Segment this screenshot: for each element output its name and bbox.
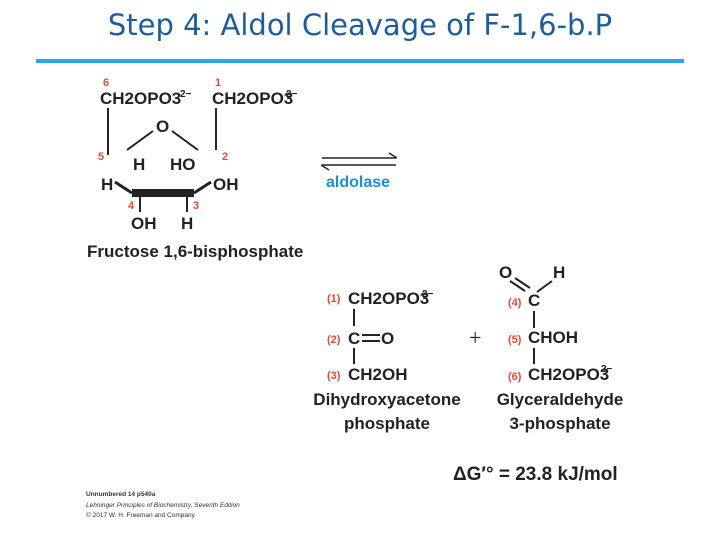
- dhap-number-3: (3): [327, 370, 341, 382]
- fructose-structure: 6 1 CH2OPO3 2− CH2OPO3 2− O 5 2 H H HO O…: [87, 77, 303, 261]
- c6-group: CH2OPO3: [100, 89, 181, 108]
- credit-line1: Unnumbered 14 p540a: [86, 491, 156, 498]
- c1-charge: 2−: [286, 89, 298, 100]
- gap-structure: O H (4) C (5) CHOH (6) CH2OPO3 2− Glycer…: [497, 263, 624, 433]
- c4-oh: OH: [131, 214, 157, 233]
- carbon-number-5: 5: [98, 151, 104, 163]
- dhap-name-line2: phosphate: [344, 414, 430, 433]
- c2-oh: OH: [213, 175, 239, 194]
- slide-title: Step 4: Aldol Cleavage of F-1,6-b.P: [107, 8, 613, 42]
- gap-number-6: (6): [508, 371, 522, 383]
- c5-h-inner: H: [133, 155, 145, 174]
- c3-h: H: [181, 214, 193, 233]
- dhap-line3: CH2OH: [348, 365, 408, 384]
- dhap-number-2: (2): [327, 334, 341, 346]
- gap-c6: CH2OPO3: [528, 365, 609, 384]
- enzyme-label: aldolase: [326, 174, 390, 191]
- ring-oxygen: O: [156, 117, 169, 136]
- delta-g-value: ΔG′° = 23.8 kJ/mol: [453, 464, 618, 485]
- figure-credit: Unnumbered 14 p540a Lehninger Principles…: [86, 491, 240, 519]
- carbon-number-3: 3: [193, 200, 199, 212]
- gap-c5: CHOH: [528, 328, 578, 347]
- dhap-structure: (1) CH2OPO3 2− (2) C O (3) CH2OH Dihydro…: [313, 289, 460, 433]
- gap-aldehyde-oxygen: O: [499, 263, 512, 282]
- title-rule: [36, 59, 684, 63]
- gap-number-5: (5): [508, 334, 522, 346]
- plus-sign: +: [469, 325, 481, 350]
- gap-c4: C: [528, 291, 540, 310]
- c2-ho: HO: [170, 155, 196, 174]
- gap-number-4: (4): [508, 297, 522, 309]
- carbon-number-1: 1: [215, 77, 221, 89]
- fructose-name: Fructose 1,6-bisphosphate: [87, 242, 303, 261]
- gap-name-line1: Glyceraldehyde: [497, 390, 624, 409]
- dhap-charge: 2−: [422, 289, 434, 300]
- gap-name-line2: 3-phosphate: [509, 414, 610, 433]
- credit-line2: Lehninger Principles of Biochemistry, Se…: [86, 502, 240, 509]
- carbon-number-6: 6: [103, 77, 109, 89]
- equilibrium-arrows: [320, 152, 398, 171]
- carbon-number-4: 4: [128, 200, 135, 212]
- dhap-name-line1: Dihydroxyacetone: [313, 390, 460, 409]
- gap-charge: 2−: [601, 364, 613, 375]
- carbon-number-2: 2: [222, 151, 228, 163]
- c1-group: CH2OPO3: [212, 89, 293, 108]
- c5-h-outer: H: [101, 175, 113, 194]
- dhap-line1: CH2OPO3: [348, 289, 429, 308]
- dhap-number-1: (1): [327, 293, 341, 305]
- dhap-oxygen: O: [381, 329, 394, 348]
- c6-charge: 2−: [180, 89, 192, 100]
- dhap-c2: C: [348, 329, 360, 348]
- gap-aldehyde-h: H: [553, 263, 565, 282]
- credit-line3: © 2017 W. H. Freeman and Company: [86, 511, 196, 519]
